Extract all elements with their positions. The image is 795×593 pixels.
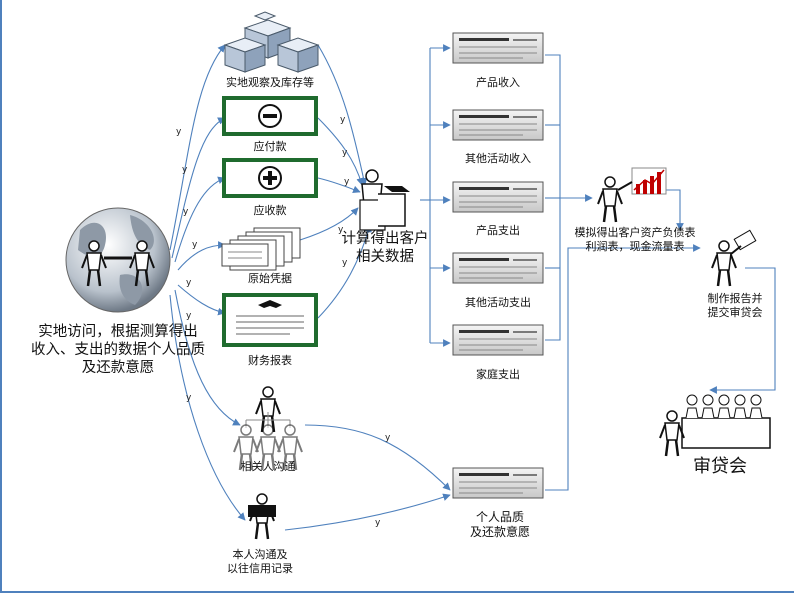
calc-line: 相关数据 [356,249,414,266]
report-person-icon [710,229,757,288]
edge-personal-report [545,244,701,491]
globe-handshake-icon [65,207,171,313]
payable-minus-icon [222,96,318,136]
product-income-label: 产品收入 [476,76,520,89]
edge-report-committee [709,267,776,394]
simulate-line: 模拟得出客户资产负债表 [574,226,696,239]
edge-label: y [186,393,192,403]
edge-globe-self [169,294,246,521]
edge-label: y [182,165,188,175]
receivable-plus-icon [222,158,318,198]
edge-related-personal [304,424,451,491]
edge-globe-finance [177,284,226,316]
related-persons-icon [232,385,304,472]
calc-line: 计算得出客户 [341,231,429,247]
other-expense-label: 其他活动支出 [465,296,531,309]
edge-label: y [183,207,189,217]
simulate-line: 利润表，现金流量表 [585,239,685,253]
edge-label: y [340,115,346,125]
edge-globe-voucher [177,241,226,271]
warehouse-boxes-icon [223,11,320,73]
edge-globe-receivable [174,176,226,263]
edge-label: y [192,240,198,250]
self-comm-label: 本人沟通及 以往信用记录 [215,548,305,576]
personal-quality-label: 个人品质 及还款意愿 [445,510,555,540]
edge-label: y [176,127,182,137]
edge-globe-payable [171,117,226,259]
accountant-desk-icon [359,169,410,231]
edge-self-personal [284,493,451,531]
calc-label: 计算得出客户 相关数据 [330,230,440,266]
other-income-doc-icon [452,109,544,141]
product-expense-doc-icon [452,181,544,213]
financial-statement-label: 财务报表 [248,354,292,367]
personal-quality-doc-icon [452,467,544,499]
field-visit-line: 收入、支出的数据个人品质 [31,342,205,359]
other-income-label: 其他活动收入 [465,152,531,165]
voucher-stack-icon [221,227,301,271]
product-income-doc-icon [452,32,544,64]
committee-meeting-icon [658,394,771,458]
financial-statement-icon [222,293,318,347]
committee-label: 审贷会 [693,456,747,477]
receivable-label: 应收款 [253,204,287,217]
edge-label: y [344,177,350,187]
edge-label: y [186,311,192,321]
edge-label: y [186,278,192,288]
edges [169,44,776,531]
payable-label: 应付款 [253,140,287,153]
field-visit-line: 实地访问，根据测算得出 [38,324,198,340]
report-line: 制作报告并 [707,292,763,305]
personal-line: 个人品质 [475,510,524,524]
edge-globe-observe [169,44,226,251]
edge-voucher-calc [299,207,359,241]
family-expense-doc-icon [452,324,544,356]
family-expense-label: 家庭支出 [476,368,520,381]
edge-label: y [342,258,348,268]
field-visit-label: 实地访问，根据测算得出 收入、支出的数据个人品质 及还款意愿 [18,323,218,377]
observe-inventory-label: 实地观察及库存等 [226,76,314,89]
related-comm-label: 相关人沟通 [240,460,296,473]
edge-label: y [338,225,344,235]
self-comm-line: 以往信用记录 [227,561,293,575]
edge-finance-calc [317,224,372,319]
personal-line: 及还款意愿 [469,525,530,539]
self-comm-line: 本人沟通及 [232,548,288,561]
edge-simulate-report [640,189,684,231]
self-person-icon [248,492,276,541]
simulate-label: 模拟得出客户资产负债表 利润表，现金流量表 [560,226,710,254]
report-label: 制作报告并 提交审贷会 [690,292,780,320]
report-line: 提交审贷会 [707,305,763,319]
other-expense-doc-icon [452,252,544,284]
edge-payable-calc [317,117,364,186]
presenter-chart-icon [596,167,667,224]
voucher-label: 原始凭据 [248,272,292,285]
edge-observe-calc [317,44,368,186]
edge-globe-related [174,289,241,426]
edge-receivable-calc [317,177,361,194]
product-expense-label: 产品支出 [476,224,520,237]
field-visit-line: 及还款意愿 [81,360,155,377]
edge-label: y [385,433,391,443]
edge-label: y [342,148,348,158]
edge-label: y [375,518,381,528]
